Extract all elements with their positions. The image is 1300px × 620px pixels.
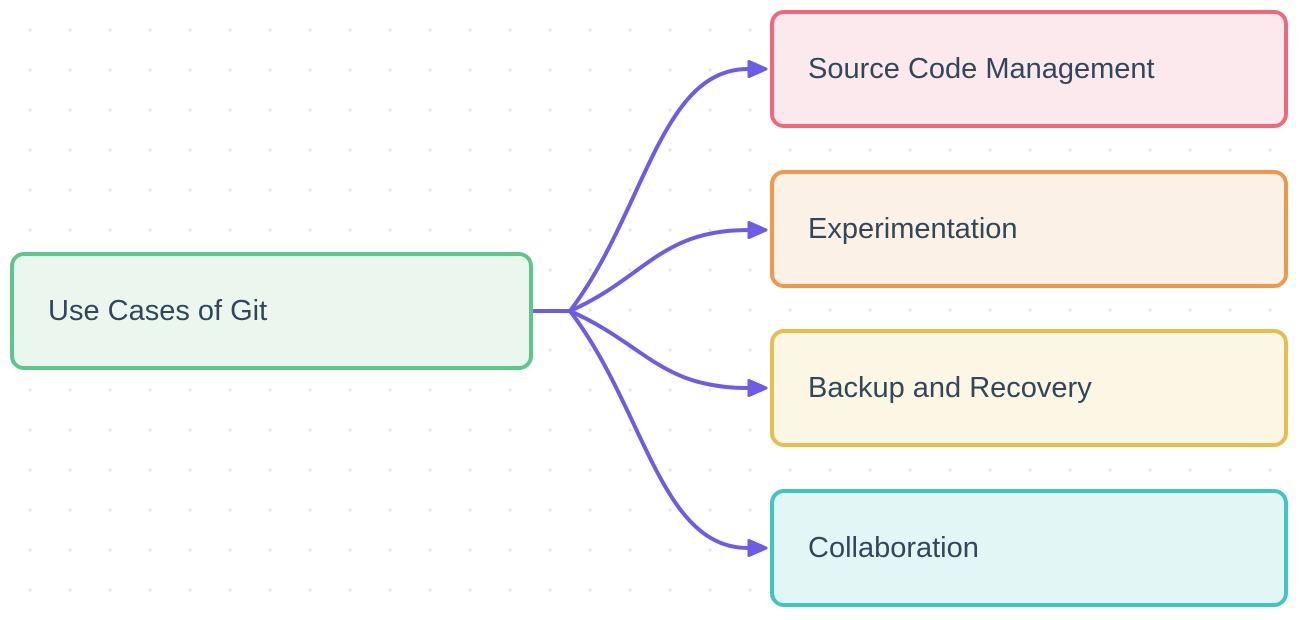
arrowhead-icon: [747, 379, 768, 397]
connector-to-collaboration: [531, 309, 750, 550]
node-backup-and-recovery[interactable]: Backup and Recovery: [770, 329, 1288, 447]
node-use-cases-of-git[interactable]: Use Cases of Git: [10, 252, 533, 370]
node-label: Collaboration: [808, 531, 979, 564]
arrowhead-icon: [747, 539, 768, 557]
arrowhead-icon: [747, 221, 768, 239]
arrowhead-icon: [747, 60, 768, 78]
connector-to-source-code-management: [531, 67, 750, 313]
connector-to-experimentation: [531, 228, 750, 313]
node-label: Source Code Management: [808, 52, 1155, 85]
node-label: Backup and Recovery: [808, 371, 1092, 404]
node-label: Experimentation: [808, 212, 1018, 245]
node-source-code-management[interactable]: Source Code Management: [770, 10, 1288, 128]
connector-to-backup-and-recovery: [531, 309, 750, 390]
node-experimentation[interactable]: Experimentation: [770, 170, 1288, 288]
node-label: Use Cases of Git: [48, 294, 268, 327]
node-collaboration[interactable]: Collaboration: [770, 489, 1288, 607]
